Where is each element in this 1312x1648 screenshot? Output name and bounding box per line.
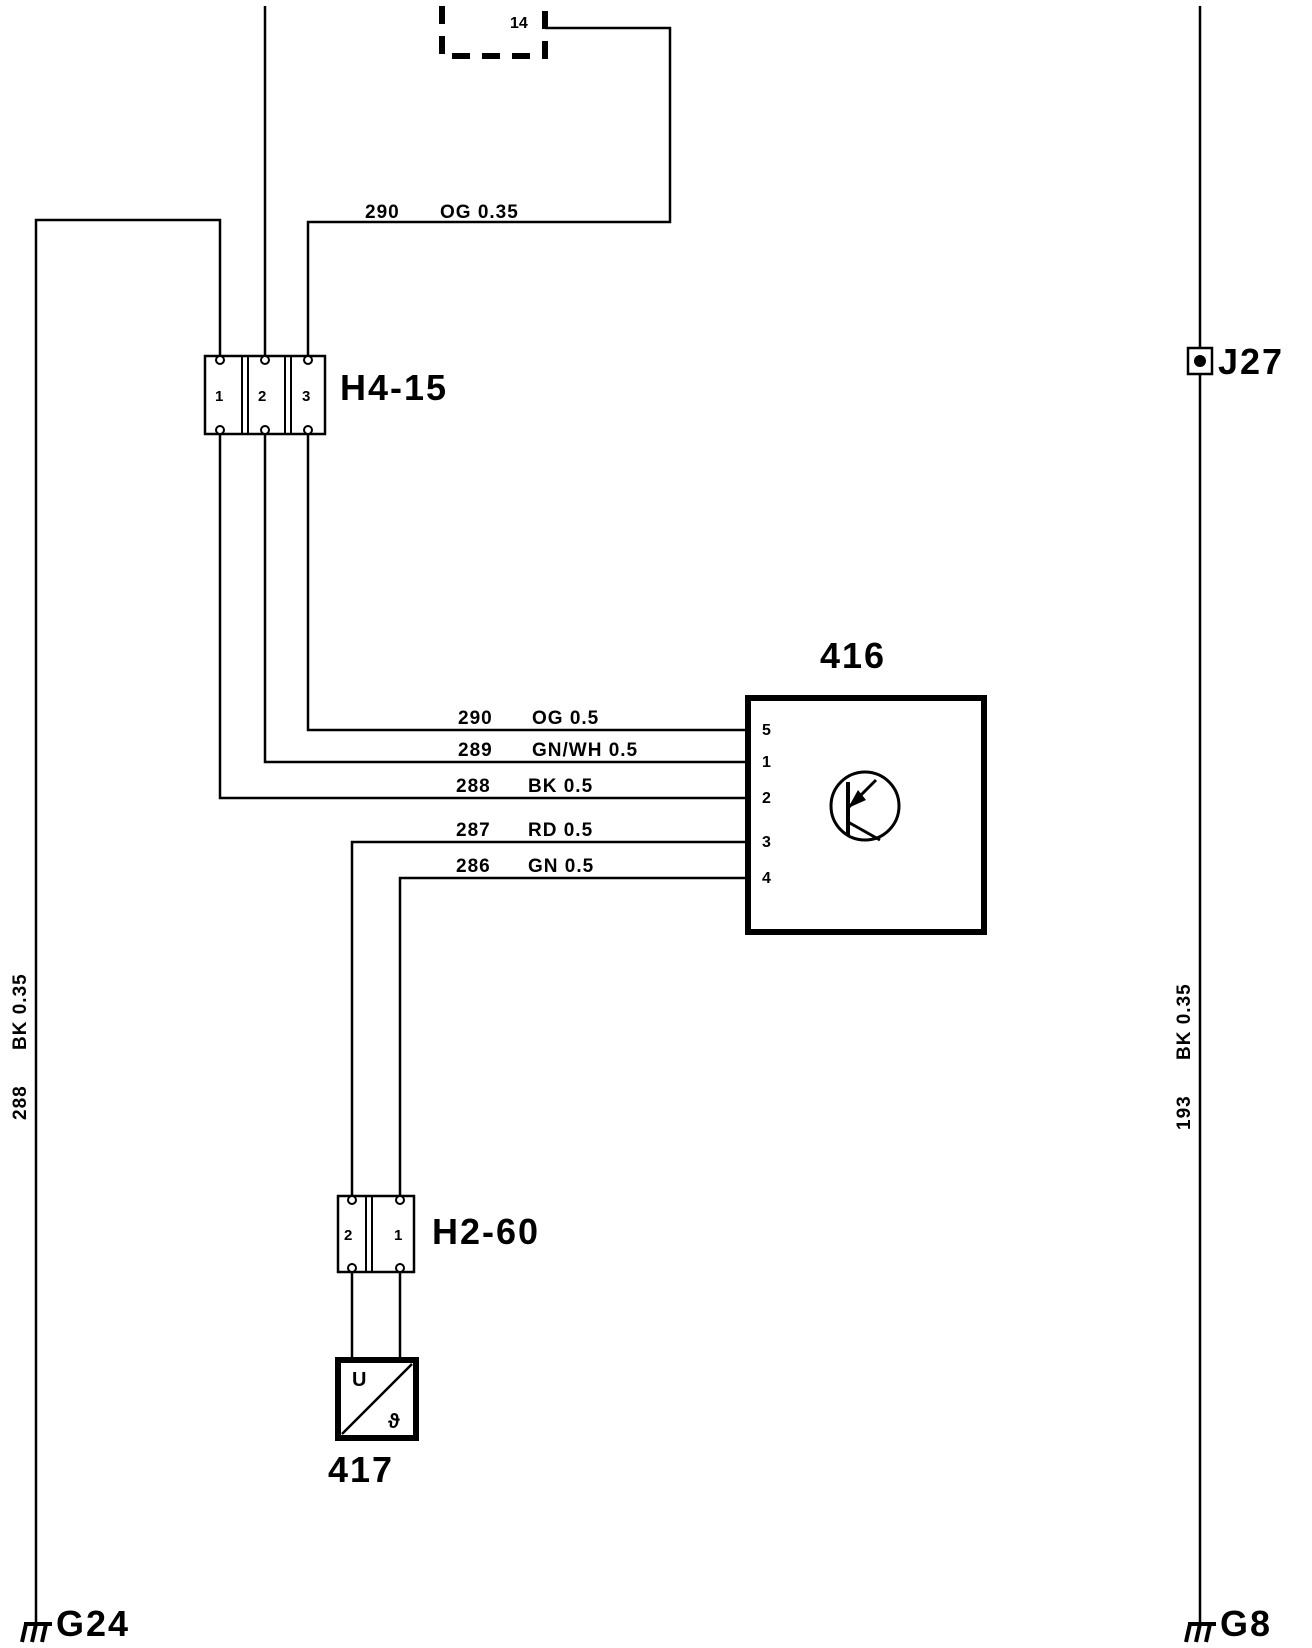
h2-60-pin-2: 2	[344, 1227, 352, 1244]
h2-60-label: H2-60	[432, 1211, 540, 1252]
wire-286	[398, 876, 750, 1196]
c416-pin-4: 4	[762, 870, 771, 887]
wire-288-left-num: 288	[10, 1085, 31, 1120]
wire-290-top-spec: OG 0.35	[440, 202, 519, 223]
c416-pin-1: 1	[762, 754, 771, 771]
wire-290-spec: OG 0.5	[532, 708, 599, 729]
splice-j27: J27	[1186, 341, 1284, 382]
wire-286-spec: GN 0.5	[528, 856, 594, 877]
wire-289-num: 289	[458, 740, 493, 761]
wire-287-num: 287	[456, 820, 491, 841]
wire-290	[306, 434, 750, 732]
wire-290-num: 290	[458, 708, 493, 729]
splice-j27-label: J27	[1218, 341, 1284, 382]
wire-287	[350, 840, 750, 1196]
wire-193-right-spec: BK 0.35	[1174, 983, 1195, 1060]
component-417: U ϑ 417	[328, 1357, 419, 1490]
ground-g8: G8	[1184, 1603, 1272, 1644]
top-connector: 14	[439, 6, 548, 59]
wire-289-spec: GN/WH 0.5	[532, 740, 638, 761]
wire-288	[218, 434, 750, 800]
transistor-icon	[829, 770, 901, 842]
c417-symbol-bottom: ϑ	[388, 1411, 400, 1433]
c416-pin-3: 3	[762, 834, 771, 851]
h4-15-pin-2: 2	[258, 388, 266, 405]
ground-g24-label: G24	[56, 1603, 130, 1644]
component-416: 416 5 1 2 3 4	[745, 635, 987, 935]
wire-286-num: 286	[456, 856, 491, 877]
wire-290-top	[306, 26, 672, 356]
wire-288-left	[34, 218, 222, 1622]
h4-15-label: H4-15	[340, 367, 448, 408]
ground-icon	[20, 1622, 52, 1643]
wire-288-num: 288	[456, 776, 491, 797]
wire-289	[263, 434, 750, 764]
ground-g8-label: G8	[1220, 1603, 1272, 1644]
wire-287-spec: RD 0.5	[528, 820, 593, 841]
wire-290-top-num: 290	[365, 202, 400, 223]
connector-h4-15: 1 2 3 H4-15	[203, 354, 448, 436]
connector-h2-60: 2 1 H2-60	[336, 1194, 540, 1274]
component-416-label: 416	[820, 635, 886, 676]
h4-15-pin-1: 1	[215, 388, 223, 405]
c417-symbol-top: U	[352, 1369, 366, 1391]
h4-15-pin-3: 3	[302, 388, 310, 405]
top-connector-pin: 14	[510, 15, 528, 32]
c416-pin-5: 5	[762, 722, 771, 739]
wire-288-left-spec: BK 0.35	[10, 973, 31, 1050]
c416-pin-2: 2	[762, 790, 771, 807]
component-417-label: 417	[328, 1449, 394, 1490]
wire-193-right-num: 193	[1174, 1095, 1195, 1130]
wire-288-spec: BK 0.5	[528, 776, 593, 797]
h2-60-pin-1: 1	[394, 1227, 402, 1244]
ground-icon	[1184, 1622, 1216, 1643]
ground-g24: G24	[20, 1603, 130, 1644]
